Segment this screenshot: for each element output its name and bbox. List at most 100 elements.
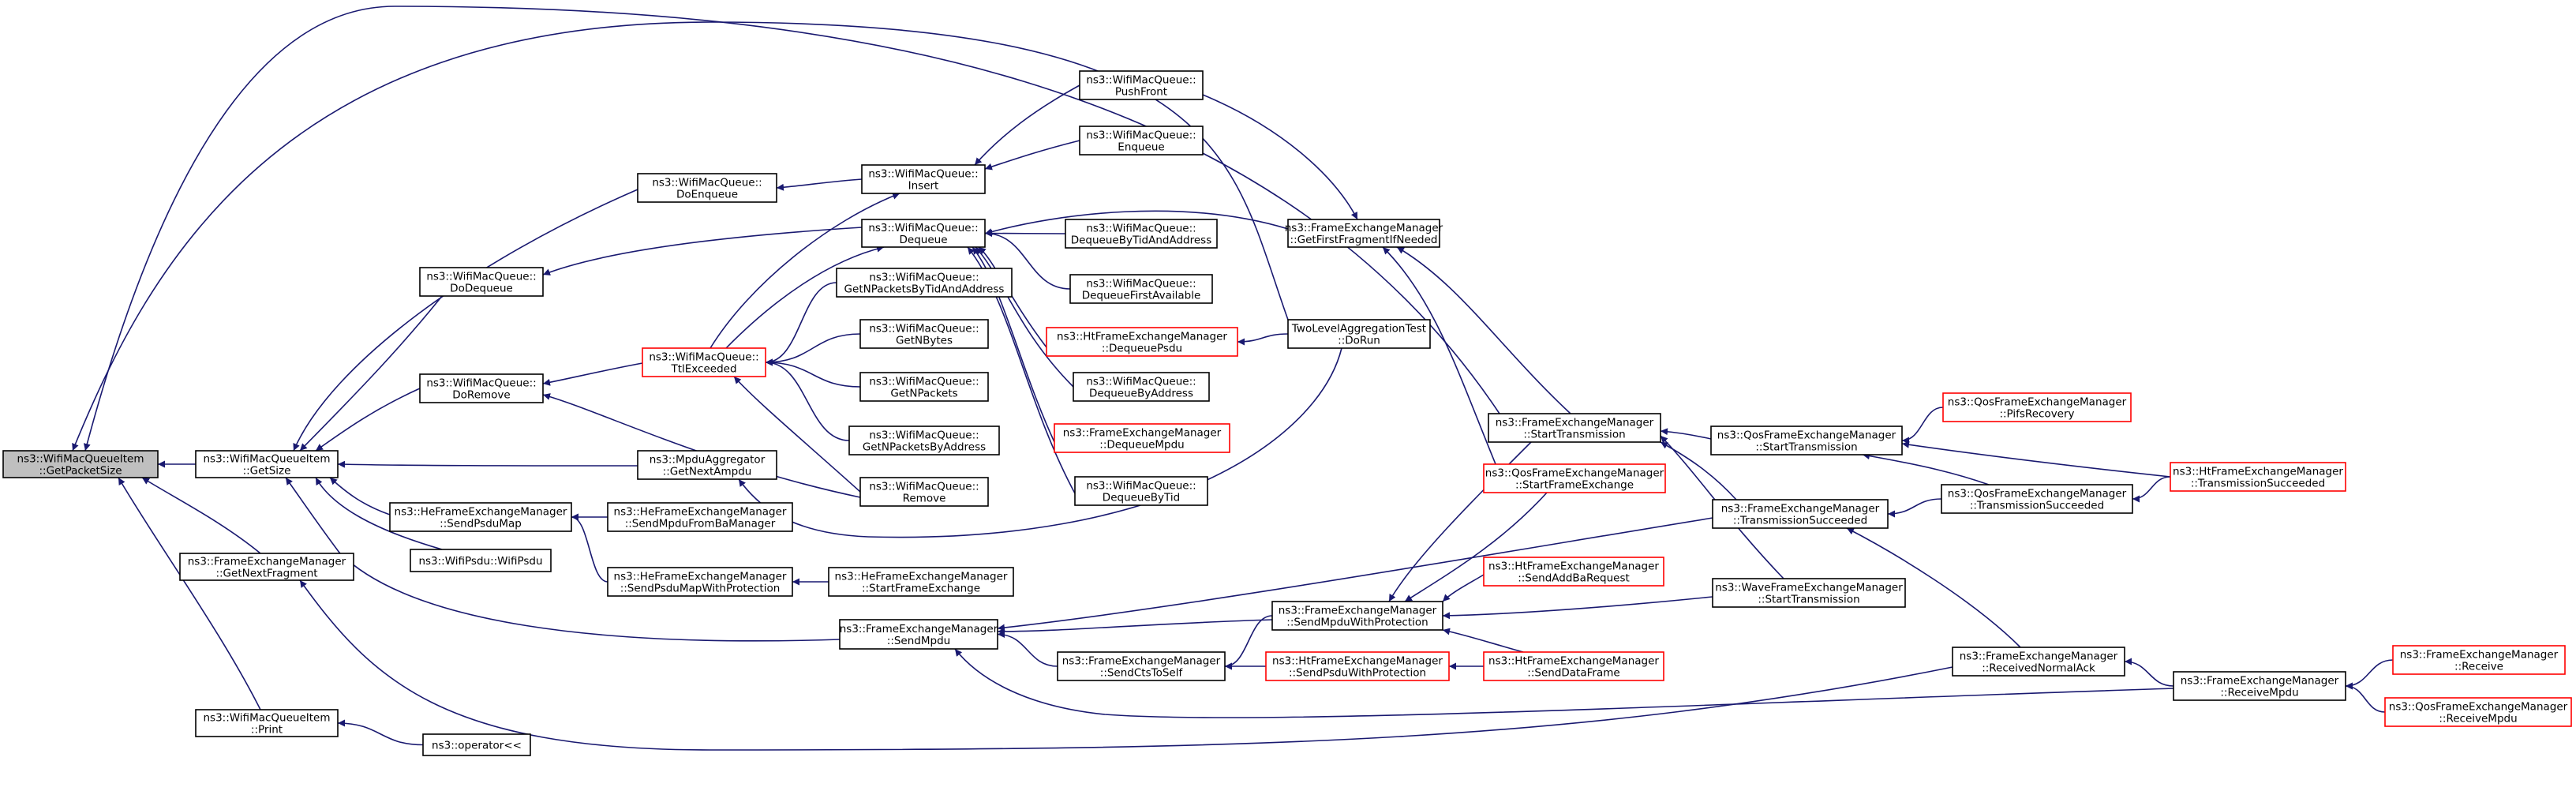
node-ttlexceeded[interactable]: ns3::WifiMacQueue::TtlExceeded <box>642 347 766 377</box>
node-box[interactable] <box>1054 423 1230 453</box>
node-box[interactable] <box>1069 274 1213 304</box>
node-box[interactable] <box>836 268 1013 298</box>
node-box[interactable] <box>2173 671 2346 701</box>
node-box[interactable] <box>195 709 339 737</box>
node-box[interactable] <box>859 372 989 402</box>
node-box[interactable] <box>2392 645 2566 675</box>
node-box[interactable] <box>1483 651 1664 681</box>
node-getnpacketsbyaddr[interactable]: ns3::WifiMacQueue::GetNPacketsByAddress <box>848 425 1000 455</box>
node-fesendcts[interactable]: ns3::FrameExchangeManager::SendCtsToSelf <box>1057 651 1226 681</box>
node-box[interactable] <box>859 477 989 507</box>
node-hestartframe[interactable]: ns3::HeFrameExchangeManager::StartFrameE… <box>828 567 1014 597</box>
node-root[interactable]: ns3::WifiMacQueueItem::GetPacketSize <box>2 450 159 478</box>
node-fesendmpdu[interactable]: ns3::FrameExchangeManager::SendMpdu <box>839 619 998 650</box>
node-qosstartframe[interactable]: ns3::QosFrameExchangeManager::StartFrame… <box>1483 463 1666 493</box>
node-box[interactable] <box>1073 372 1210 402</box>
node-getsize[interactable]: ns3::WifiMacQueueItem::GetSize <box>195 450 339 478</box>
node-fesendmpduprot[interactable]: ns3::FrameExchangeManager::SendMpduWithP… <box>1271 601 1443 631</box>
node-dequeuebytidaddr[interactable]: ns3::WifiMacQueue::DequeueByTidAndAddres… <box>1065 219 1218 249</box>
node-box[interactable] <box>642 347 766 377</box>
node-box[interactable] <box>848 425 1000 455</box>
node-operator[interactable]: ns3::operator<< <box>422 733 531 756</box>
node-box[interactable] <box>1712 499 1889 529</box>
node-hesendpsdumapprot[interactable]: ns3::HeFrameExchangeManager::SendPsduMap… <box>607 567 793 597</box>
node-print[interactable]: ns3::WifiMacQueueItem::Print <box>195 709 339 737</box>
node-box[interactable] <box>861 164 986 194</box>
node-box[interactable] <box>2170 462 2346 492</box>
node-box[interactable] <box>828 567 1014 597</box>
node-qospifs[interactable]: ns3::QosFrameExchangeManager::PifsRecove… <box>1942 392 2132 422</box>
node-box[interactable] <box>1065 219 1218 249</box>
node-getnextampdu[interactable]: ns3::MpduAggregator::GetNextAmpdu <box>637 450 777 480</box>
node-qosreceivempdu[interactable]: ns3::QosFrameExchangeManager::ReceiveMpd… <box>2384 697 2572 727</box>
node-dequeuebyaddr[interactable]: ns3::WifiMacQueue::DequeueByAddress <box>1073 372 1210 402</box>
node-htsenddata[interactable]: ns3::HtFrameExchangeManager::SendDataFra… <box>1483 651 1664 681</box>
node-box[interactable] <box>637 450 777 480</box>
node-box[interactable] <box>607 502 793 532</box>
node-dequeue[interactable]: ns3::WifiMacQueue::Dequeue <box>861 219 986 248</box>
node-remove[interactable]: ns3::WifiMacQueue::Remove <box>859 477 989 507</box>
node-box[interactable] <box>1271 601 1443 631</box>
node-pushfront[interactable]: ns3::WifiMacQueue::PushFront <box>1079 70 1204 100</box>
node-box[interactable] <box>859 319 989 349</box>
node-box[interactable] <box>1488 413 1661 443</box>
node-fetxsucceeded[interactable]: ns3::FrameExchangeManager::TransmissionS… <box>1712 499 1889 529</box>
node-box[interactable] <box>179 553 354 581</box>
node-box[interactable] <box>1287 319 1431 349</box>
node-box[interactable] <box>1057 651 1226 681</box>
node-insert[interactable]: ns3::WifiMacQueue::Insert <box>861 164 986 194</box>
node-box[interactable] <box>1942 392 2132 422</box>
node-htsendaddba[interactable]: ns3::HtFrameExchangeManager::SendAddBaRe… <box>1483 557 1664 587</box>
node-box[interactable] <box>839 619 998 650</box>
node-box[interactable] <box>1046 327 1238 357</box>
node-box[interactable] <box>1287 219 1440 248</box>
node-fereceivednormalack[interactable]: ns3::FrameExchangeManager::ReceivedNorma… <box>1952 647 2125 677</box>
node-box[interactable] <box>861 219 986 248</box>
node-box[interactable] <box>1710 425 1903 455</box>
node-box[interactable] <box>419 267 544 297</box>
node-box[interactable] <box>637 173 777 203</box>
node-box[interactable] <box>195 450 339 478</box>
node-box[interactable] <box>607 567 793 597</box>
node-getnbytes[interactable]: ns3::WifiMacQueue::GetNBytes <box>859 319 989 349</box>
node-fereceive[interactable]: ns3::FrameExchangeManager::Receive <box>2392 645 2566 675</box>
node-box[interactable] <box>1483 557 1664 587</box>
node-box[interactable] <box>1483 463 1666 493</box>
node-box[interactable] <box>2 450 159 478</box>
node-fereceivempdu[interactable]: ns3::FrameExchangeManager::ReceiveMpdu <box>2173 671 2346 701</box>
node-qosstarttx[interactable]: ns3::QosFrameExchangeManager::StartTrans… <box>1710 425 1903 455</box>
node-box[interactable] <box>1079 70 1204 100</box>
node-box[interactable] <box>1952 647 2125 677</box>
node-twolevel[interactable]: TwoLevelAggregationTest::DoRun <box>1287 319 1431 349</box>
node-festarttx[interactable]: ns3::FrameExchangeManager::StartTransmis… <box>1488 413 1661 443</box>
node-hesendmpdufromba[interactable]: ns3::HeFrameExchangeManager::SendMpduFro… <box>607 502 793 532</box>
node-box[interactable] <box>419 373 544 403</box>
node-box[interactable] <box>1265 651 1450 681</box>
node-getnpackets[interactable]: ns3::WifiMacQueue::GetNPackets <box>859 372 989 402</box>
node-doremove[interactable]: ns3::WifiMacQueue::DoRemove <box>419 373 544 403</box>
node-fedequeuempdu[interactable]: ns3::FrameExchangeManager::DequeueMpdu <box>1054 423 1230 453</box>
node-enqueue[interactable]: ns3::WifiMacQueue::Enqueue <box>1079 126 1204 156</box>
node-qostxsucceeded[interactable]: ns3::QosFrameExchangeManager::Transmissi… <box>1941 484 2133 514</box>
node-getfirstfragment[interactable]: ns3::FrameExchangeManager::GetFirstFragm… <box>1285 219 1443 248</box>
node-wavestarttx[interactable]: ns3::WaveFrameExchangeManager::StartTran… <box>1712 578 1906 608</box>
node-dodequeue[interactable]: ns3::WifiMacQueue::DoDequeue <box>419 267 544 297</box>
node-box[interactable] <box>422 733 531 756</box>
node-hesendpsdumap[interactable]: ns3::HeFrameExchangeManager::SendPsduMap <box>389 502 572 532</box>
node-box[interactable] <box>1074 476 1208 506</box>
node-dequeuefirst[interactable]: ns3::WifiMacQueue::DequeueFirstAvailable <box>1069 274 1213 304</box>
node-htsendpsduprot[interactable]: ns3::HtFrameExchangeManager::SendPsduWit… <box>1265 651 1450 681</box>
node-wifipsdu[interactable]: ns3::WifiPsdu::WifiPsdu <box>410 549 552 572</box>
node-doenqueue[interactable]: ns3::WifiMacQueue::DoEnqueue <box>637 173 777 203</box>
node-box[interactable] <box>389 502 572 532</box>
node-getnpacketsbytid[interactable]: ns3::WifiMacQueue::GetNPacketsByTidAndAd… <box>836 268 1013 298</box>
node-httxsucceeded[interactable]: ns3::HtFrameExchangeManager::Transmissio… <box>2170 462 2346 492</box>
node-htdequeuepsdu[interactable]: ns3::HtFrameExchangeManager::DequeuePsdu <box>1046 327 1238 357</box>
node-box[interactable] <box>410 549 552 572</box>
node-dequeuebytid[interactable]: ns3::WifiMacQueue::DequeueByTid <box>1074 476 1208 506</box>
node-box[interactable] <box>1712 578 1906 608</box>
node-box[interactable] <box>1941 484 2133 514</box>
node-box[interactable] <box>1079 126 1204 156</box>
node-getnextfragment[interactable]: ns3::FrameExchangeManager::GetNextFragme… <box>179 553 354 581</box>
node-box[interactable] <box>2384 697 2572 727</box>
